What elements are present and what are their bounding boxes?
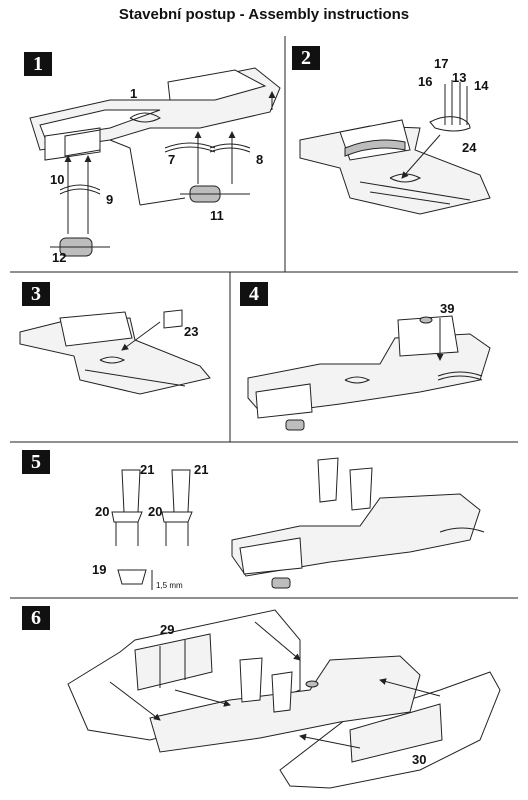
dimension-label: 1,5 mm	[156, 581, 183, 590]
step1-drawing	[29, 67, 281, 257]
step5-drawing	[111, 457, 485, 590]
step-badge-5: 5	[22, 450, 50, 474]
callout-20a: 20	[95, 504, 109, 519]
callout-19: 19	[92, 562, 106, 577]
step-badge-4: 4	[240, 282, 268, 306]
step2-drawing	[299, 80, 491, 215]
step-badge-6: 6	[22, 606, 50, 630]
callout-1: 1	[130, 86, 137, 101]
callout-21a: 21	[140, 462, 154, 477]
step-badge-2: 2	[292, 46, 320, 70]
step-badge-1: 1	[24, 52, 52, 76]
callout-13: 13	[452, 70, 466, 85]
callout-16: 16	[418, 74, 432, 89]
callout-11: 11	[210, 208, 224, 223]
callout-39: 39	[440, 301, 454, 316]
step4-drawing	[247, 315, 491, 431]
panel-dividers	[10, 36, 518, 599]
callout-17: 17	[434, 56, 448, 71]
callout-20b: 20	[148, 504, 162, 519]
step6-drawing	[67, 609, 501, 789]
callout-29: 29	[160, 622, 174, 637]
callout-30: 30	[412, 752, 426, 767]
callout-21b: 21	[194, 462, 208, 477]
step3-drawing	[19, 309, 211, 395]
callout-12: 12	[52, 250, 66, 265]
callout-8: 8	[256, 152, 263, 167]
callout-7: 7	[168, 152, 175, 167]
callout-9: 9	[106, 192, 113, 207]
page-title: Stavební postup - Assembly instructions	[118, 6, 410, 23]
callout-24: 24	[462, 140, 477, 155]
callout-10: 10	[50, 172, 64, 187]
callout-23: 23	[184, 324, 198, 339]
step-badge-3: 3	[22, 282, 50, 306]
callout-14: 14	[474, 78, 489, 93]
